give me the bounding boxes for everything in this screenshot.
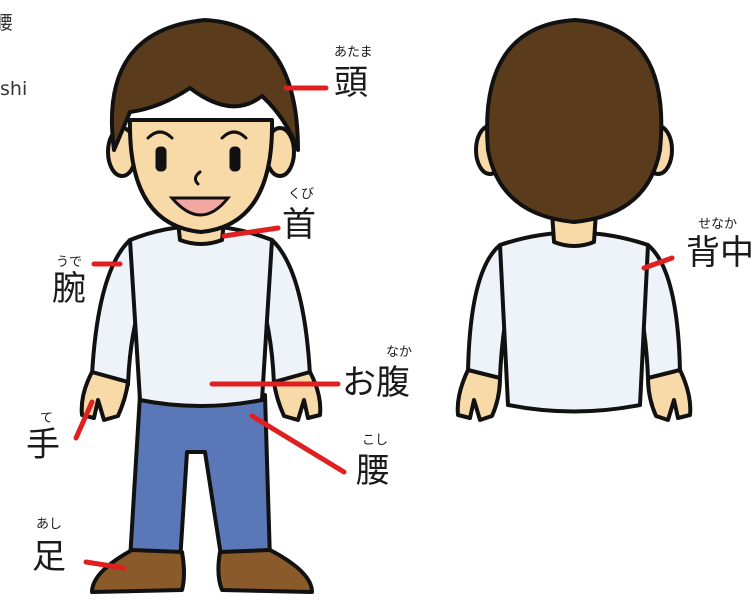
back-hair — [485, 18, 664, 224]
front-right-hand — [272, 370, 323, 422]
head-label: 頭 — [334, 63, 368, 103]
hips-label: 腰 — [356, 451, 390, 491]
front-left-shoe — [90, 548, 186, 594]
back-figure — [455, 18, 693, 422]
hand-reading: て — [40, 411, 54, 426]
arm-label: 腕 — [52, 269, 86, 309]
front-left-hand — [79, 370, 130, 422]
front-pants — [128, 393, 272, 564]
fragment-top-kanji: 腰 — [0, 12, 14, 34]
hips-pointer — [249, 413, 347, 475]
head-reading: あたま — [334, 45, 373, 60]
front-figure — [79, 18, 323, 594]
hips-reading: こし — [362, 433, 389, 448]
back-reading: せなか — [698, 217, 738, 232]
front-right-shoe — [216, 548, 314, 594]
back-right-hand — [646, 368, 693, 422]
pointer-lines — [73, 85, 675, 571]
back-pointer — [641, 255, 675, 271]
arm-reading: うで — [56, 255, 83, 270]
belly-reading: なか — [386, 345, 413, 360]
neck-label: 首 — [282, 205, 316, 245]
front-shirt — [128, 224, 274, 408]
hand-label: 手 — [26, 425, 60, 465]
back-left-hand — [455, 368, 502, 422]
front-mouth — [168, 196, 232, 217]
feet-pointer — [83, 559, 127, 571]
feet-reading: あし — [36, 517, 63, 532]
fragment-side-text: shi — [0, 78, 28, 100]
neck-reading: くび — [288, 187, 315, 202]
front-hair — [109, 18, 300, 152]
neck-pointer — [221, 225, 281, 239]
feet-label: 足 — [32, 537, 66, 577]
back-label: 背中 — [686, 233, 754, 273]
belly-label: お腹 — [342, 363, 410, 403]
front-face-details — [146, 130, 248, 217]
hand-pointer — [73, 399, 95, 441]
back-shirt — [498, 230, 650, 414]
